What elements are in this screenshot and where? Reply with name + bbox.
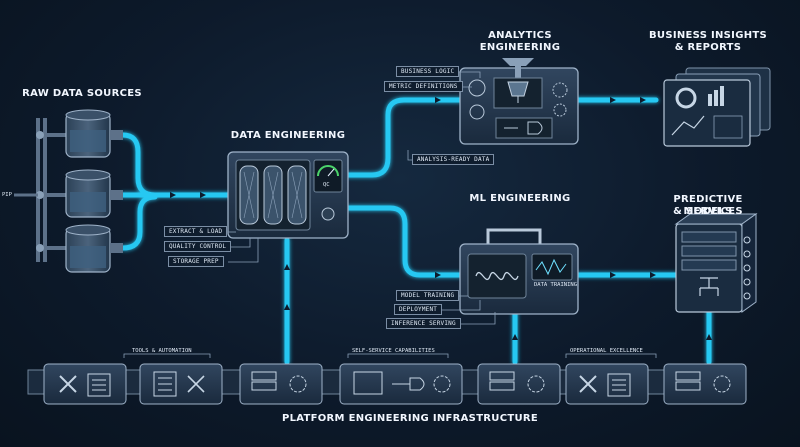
platform-engineering-title: PLATFORM ENGINEERING INFRASTRUCTURE — [281, 413, 539, 424]
business-logic-tag: BUSINESS LOGIC — [396, 66, 460, 77]
extract-load-tag: EXTRACT & LOAD — [164, 226, 228, 237]
storage-prep-tag: STORAGE PREP — [168, 256, 224, 267]
platform-module-tools — [43, 363, 127, 405]
platform-module-server — [239, 363, 323, 405]
predictive-server-rack — [674, 213, 758, 313]
business-dashboard — [663, 67, 771, 147]
pipe-label: PIP — [2, 192, 12, 198]
pipe-data-eng-to-ml — [345, 205, 463, 278]
pipe-tank1-to-data-eng — [120, 132, 231, 198]
business-insights-title-line1: BUSINESS INSIGHTS — [648, 30, 767, 41]
platform-modules — [43, 363, 747, 405]
flow-pipes — [120, 97, 712, 365]
model-training-tag: MODEL TRAINING — [396, 290, 460, 301]
metric-definitions-tag: METRIC DEFINITIONS — [384, 81, 463, 92]
qc-label: QC — [323, 182, 330, 188]
pipe-tank3-to-data-eng — [120, 194, 158, 251]
platform-module-inference — [477, 363, 561, 405]
data-engineering-unit — [227, 151, 349, 239]
deployment-tag: DEPLOYMENT — [394, 304, 443, 315]
business-insights-title-line2: & REPORTS — [674, 42, 742, 53]
ml-engineering-title: ML ENGINEERING — [469, 193, 571, 204]
inference-serving-tag: INFERENCE SERVING — [386, 318, 461, 329]
tank-1 — [65, 109, 111, 158]
ml-engineering-unit — [459, 228, 579, 315]
predictive-models-title-line2: & SERVICES — [673, 206, 743, 217]
platform-module-scale — [663, 363, 747, 405]
analysis-ready-data-tag: ANALYSIS-READY DATA — [412, 154, 495, 165]
platform-module-self-service — [339, 363, 463, 405]
platform-bracket-lines — [123, 353, 657, 358]
tank-3 — [65, 224, 111, 273]
data-training-label: DATA TRAINING — [534, 282, 578, 288]
quality-control-tag: QUALITY CONTROL — [164, 241, 232, 252]
operational-excellence-label: OPERATIONAL EXCELLENCE — [570, 348, 643, 354]
predictive-models-title-line1: PREDICTIVE MODELS — [673, 194, 743, 217]
raw-data-tanks — [14, 109, 123, 273]
raw-data-sources-title: RAW DATA SOURCES — [22, 88, 142, 99]
pipe-data-eng-to-analytics — [345, 97, 463, 178]
self-service-label: SELF-SERVICE CAPABILITIES — [352, 348, 435, 354]
tank-2 — [65, 169, 111, 218]
analytics-engineering-unit — [459, 58, 579, 145]
analytics-engineering-title: ANALYTICS ENGINEERING — [479, 30, 561, 53]
tools-automation-label: TOOLS & AUTOMATION — [132, 348, 192, 354]
flow-arrows — [170, 97, 712, 340]
data-engineering-title: DATA ENGINEERING — [230, 130, 346, 141]
platform-module-automation — [139, 363, 223, 405]
platform-module-operations — [565, 363, 649, 405]
